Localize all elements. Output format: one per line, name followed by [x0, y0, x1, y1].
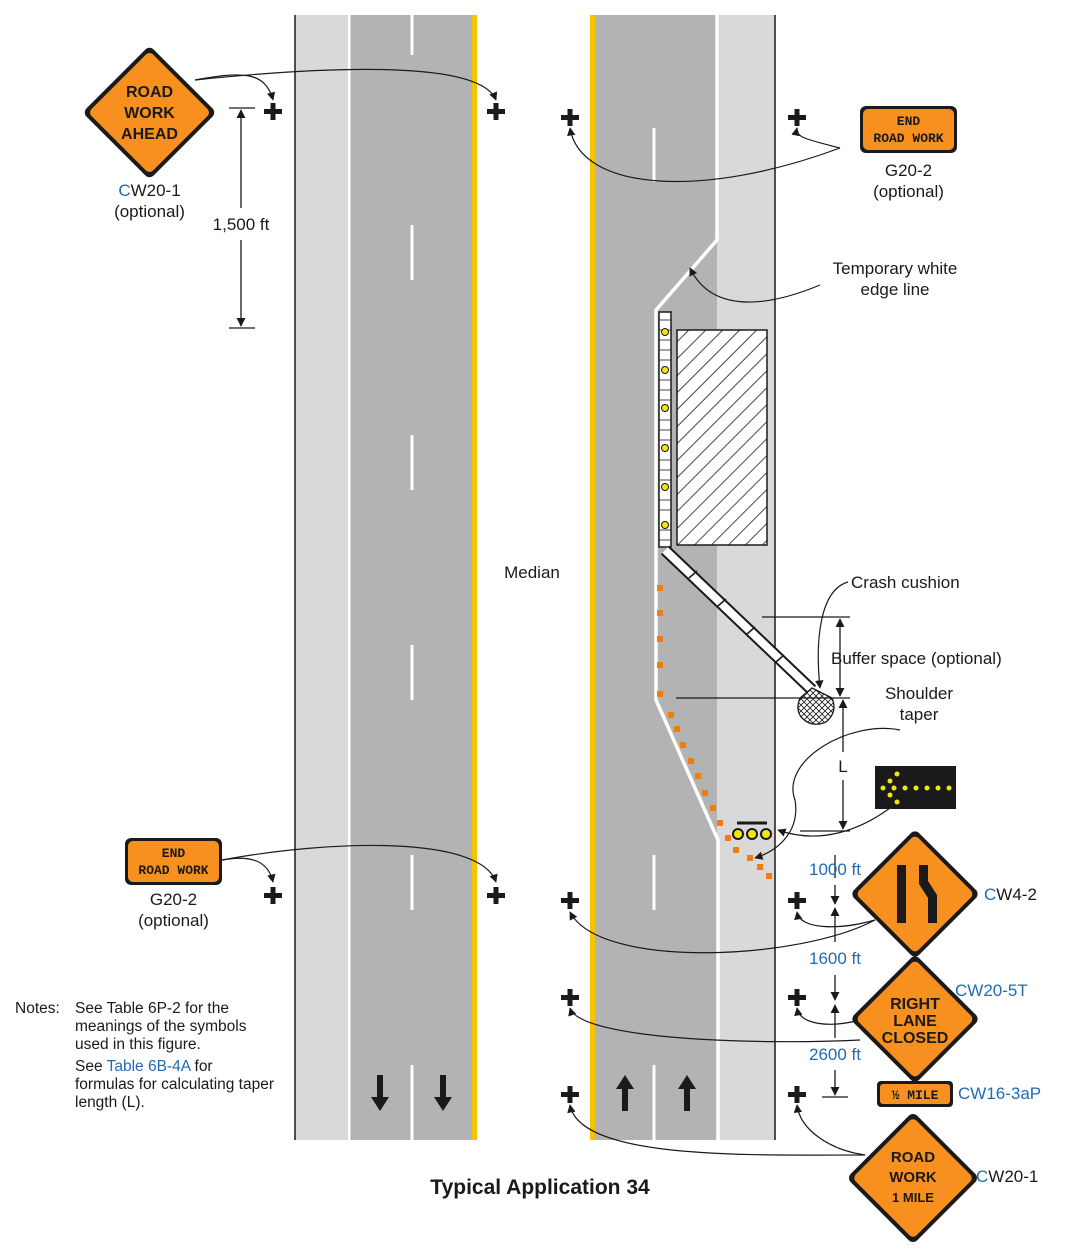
sign-code-cw20-5t: CW20-5T	[955, 981, 1028, 1000]
sign-line: WORK	[889, 1169, 937, 1186]
crash-cushion	[797, 687, 835, 725]
note-symbols: See Table 6P-2 for the meanings of the s…	[75, 1000, 247, 1053]
median-label: Median	[504, 563, 560, 582]
sign-line: END	[897, 114, 921, 129]
distance-label-1500: 1,500 ft	[213, 215, 270, 234]
note-taper: See Table 6B-4A for formulas for calcula…	[75, 1058, 275, 1111]
sign-post-icon	[788, 892, 806, 909]
sign-post-icon	[788, 109, 806, 126]
temp-edge-line-label: Temporary white	[833, 259, 958, 278]
sign-note: (optional)	[114, 202, 185, 221]
dimension-lines	[229, 107, 850, 1098]
channelizing-devices	[657, 585, 772, 879]
sign-post-icon	[561, 109, 579, 126]
down-arrow-icon	[371, 1075, 389, 1111]
warning-light-icon	[661, 366, 669, 374]
sign-code-cw16-3ap: CW16-3aP	[958, 1084, 1041, 1103]
buffer-space-label: Buffer space (optional)	[831, 649, 1002, 668]
sign-end-road-work-left: END ROAD WORK	[125, 838, 222, 885]
sign-line: ROAD	[891, 1149, 935, 1166]
sign-lane-merge	[852, 831, 978, 957]
taper-length-label: L	[838, 757, 847, 776]
left-roadway	[294, 15, 477, 1140]
left-direction-arrows	[371, 1075, 452, 1111]
warning-light-icon	[661, 483, 669, 491]
sign-line: ROAD WORK	[873, 131, 943, 146]
sign-line: LANE	[893, 1013, 937, 1030]
sign-post-symbols	[264, 103, 806, 1103]
sign-road-work-ahead: ROAD WORK AHEAD	[84, 47, 215, 178]
arrow-board-trailer	[732, 821, 772, 840]
sign-post-icon	[561, 989, 579, 1006]
sign-half-mile: ½ MILE	[877, 1081, 953, 1107]
sign-end-road-work-top: END ROAD WORK	[860, 106, 957, 153]
sign-road-work-1-mile: ROAD WORK 1 MILE	[849, 1114, 977, 1242]
warning-light-icon	[661, 521, 669, 529]
distance-label-1600: 1600 ft	[809, 949, 861, 968]
sign-post-icon	[264, 103, 282, 120]
up-arrow-icon	[616, 1075, 634, 1111]
leader-lines	[194, 68, 901, 1156]
sign-code-g20-2-top: G20-2	[885, 161, 932, 180]
distance-label-1000: 1000 ft	[809, 860, 861, 879]
sign-line: CLOSED	[882, 1030, 949, 1047]
sign-line: ½ MILE	[892, 1088, 939, 1103]
sign-line: 1 MILE	[892, 1190, 934, 1205]
warning-light-icon	[661, 444, 669, 452]
longitudinal-barrier	[658, 311, 817, 695]
sign-post-icon	[561, 1086, 579, 1103]
shoulder-taper-label: Shoulder	[885, 684, 953, 703]
sign-right-lane-closed: RIGHT LANE CLOSED	[852, 956, 978, 1082]
sign-line: ROAD	[126, 84, 173, 101]
sign-note: (optional)	[138, 911, 209, 930]
warning-light-icon	[661, 328, 669, 336]
sign-post-icon	[788, 1086, 806, 1103]
table-link[interactable]: Table 6B-4A	[106, 1058, 191, 1075]
left-outer-shoulder	[295, 15, 347, 1140]
temporary-white-edge-line	[654, 15, 720, 1140]
sign-note: (optional)	[873, 182, 944, 201]
sign-post-icon	[788, 989, 806, 1006]
right-roadway	[590, 15, 776, 1140]
temp-edge-line-label: edge line	[860, 280, 929, 299]
left-yellow-edge-line	[472, 15, 477, 1140]
sign-post-icon	[487, 103, 505, 120]
sign-code-cw20-1-bottom: CW20-1	[976, 1167, 1038, 1186]
distance-label-2600: 2600 ft	[809, 1045, 861, 1064]
lane-icon	[897, 865, 906, 923]
sign-post-icon	[264, 887, 282, 904]
left-travel-lanes	[347, 15, 472, 1140]
notes-heading: Notes:	[15, 1000, 60, 1017]
down-arrow-icon	[434, 1075, 452, 1111]
sign-post-icon	[487, 887, 505, 904]
merge-lane-icon	[919, 865, 937, 923]
sign-line: END	[162, 846, 186, 861]
crash-cushion-label: Crash cushion	[851, 573, 960, 592]
right-yellow-edge-line	[590, 15, 595, 1140]
arrow-board-display	[875, 766, 956, 809]
warning-light-icon	[661, 404, 669, 412]
work-area	[676, 329, 768, 546]
right-outer-shoulder	[717, 15, 775, 1140]
sign-code-g20-2-left: G20-2	[150, 890, 197, 909]
sign-code-cw4-2: CW4-2	[984, 885, 1037, 904]
sign-code-cw20-1-top: CW20-1	[118, 181, 180, 200]
right-direction-arrows	[616, 1075, 696, 1111]
sign-post-icon	[561, 892, 579, 909]
sign-line: AHEAD	[121, 126, 178, 143]
figure-title: Typical Application 34	[430, 1176, 650, 1199]
sign-line: WORK	[124, 105, 175, 122]
sign-line: ROAD WORK	[138, 863, 208, 878]
up-arrow-icon	[678, 1075, 696, 1111]
notes-block: Notes: See Table 6P-2 for the meanings o…	[15, 1000, 275, 1116]
shoulder-taper-label: taper	[900, 705, 939, 724]
sign-line: RIGHT	[890, 996, 940, 1013]
